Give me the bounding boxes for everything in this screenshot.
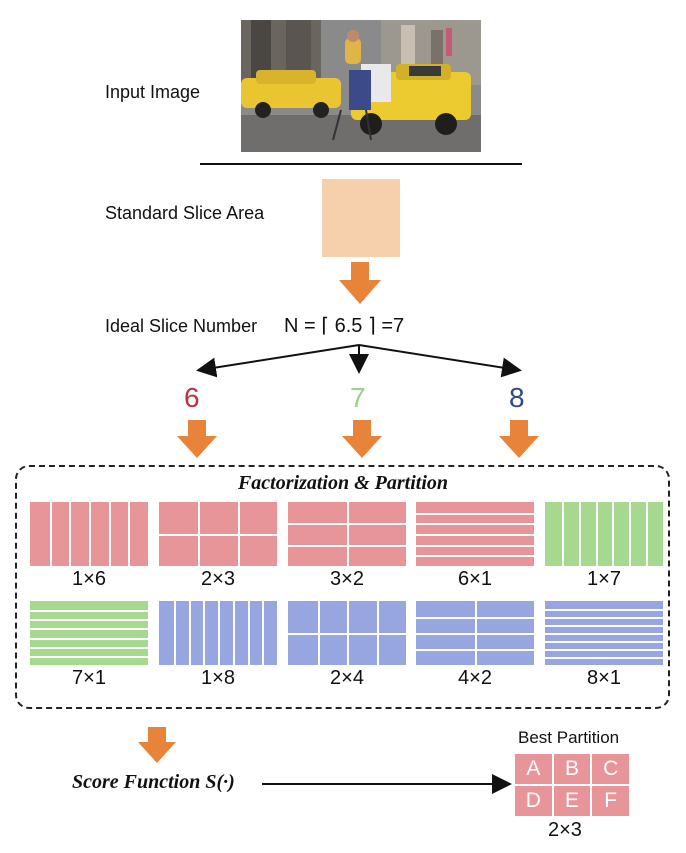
partition-label: 6×1 (458, 568, 492, 590)
input-image (241, 20, 481, 152)
partition-label: 1×7 (587, 568, 621, 590)
input-image-label: Input Image (105, 82, 201, 102)
best-cell-D: D (515, 786, 552, 816)
partition-tile-1×7 (545, 502, 663, 566)
candidate-6: 6 (184, 382, 200, 413)
partition-label: 2×4 (330, 667, 364, 689)
best-cell-F: F (592, 786, 629, 816)
best-partition-dims: 2×3 (548, 819, 582, 841)
partition-label: 4×2 (458, 667, 492, 689)
partition-label: 1×6 (72, 568, 106, 590)
down-arrow-icon (177, 420, 217, 458)
partition-tile-7×1 (30, 601, 148, 665)
partition-label: 8×1 (587, 667, 621, 689)
best-cell-C: C (592, 754, 629, 784)
partition-label: 3×2 (330, 568, 364, 590)
factorization-box (15, 465, 670, 709)
score-function-label: Score Function S(·) (72, 771, 235, 793)
best-cell-A: A (515, 754, 552, 784)
candidate-8: 8 (509, 382, 525, 413)
partition-tile-3×2 (288, 502, 406, 566)
factorization-title: Factorization & Partition (237, 472, 449, 494)
partition-tile-4×2 (416, 601, 534, 665)
separator-line (200, 163, 522, 165)
down-arrow-icon (499, 420, 539, 458)
partition-label: 1×8 (201, 667, 235, 689)
partition-label: 7×1 (72, 667, 106, 689)
branch-arrows (0, 0, 686, 425)
standard-slice-box (322, 179, 400, 257)
best-partition-label: Best Partition (518, 728, 620, 747)
down-arrow-icon (339, 262, 381, 304)
partition-label: 2×3 (201, 568, 235, 590)
partition-tile-1×6 (30, 502, 148, 566)
down-arrow-icon (138, 727, 176, 763)
ideal-slice-label: Ideal Slice Number (105, 316, 258, 336)
partition-tile-2×3 (159, 502, 277, 566)
best-cell-B: B (553, 754, 591, 784)
partition-tile-1×8 (159, 601, 277, 665)
partition-tile-6×1 (416, 502, 534, 566)
best-cell-E: E (553, 786, 591, 816)
partition-tile-8×1 (545, 601, 663, 665)
partition-tile-2×4 (288, 601, 406, 665)
standard-slice-label: Standard Slice Area (105, 203, 265, 223)
candidate-7: 7 (350, 382, 366, 413)
down-arrow-icon (342, 420, 382, 458)
ceiling-formula: N = ⌈ 6.5 ⌉ =7 (284, 315, 405, 337)
